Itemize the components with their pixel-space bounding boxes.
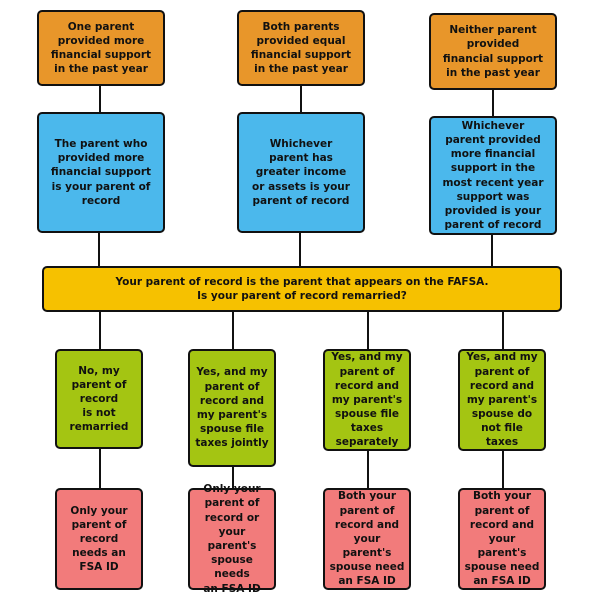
connector-line <box>98 233 100 266</box>
box-text: Whichever parent has greater income or a… <box>252 138 350 207</box>
box-text: Neither parent provided financial suppor… <box>442 24 544 79</box>
answer-do-not-file: Yes, and my parent of record and my pare… <box>458 349 546 451</box>
connector-line <box>299 233 301 266</box>
outcome-parent-or-spouse: Only your parent of record or your paren… <box>188 483 276 595</box>
connector-line <box>99 449 101 488</box>
connector-line <box>232 312 234 349</box>
support-situation-both-equal: Both parents provided equal financial su… <box>237 10 365 86</box>
rule-greater-income: Whichever parent has greater income or a… <box>237 112 365 233</box>
answer-not-remarried: No, my parent of record is not remarried <box>55 349 143 449</box>
box-text: Whichever parent provided more financial… <box>442 119 544 232</box>
connector-line <box>99 86 101 112</box>
box-text: One parent provided more financial suppo… <box>50 20 152 76</box>
remarried-question-bar: Your parent of record is the parent that… <box>42 266 562 312</box>
connector-line <box>502 451 504 488</box>
box-text: Both parents provided equal financial su… <box>250 20 352 76</box>
box-text: Yes, and my parent of record and my pare… <box>195 366 269 450</box>
outcome-both-need-id: Both your parent of record and your pare… <box>323 488 411 590</box>
box-text: Your parent of record is the parent that… <box>115 275 489 302</box>
box-text: Only your parent of record needs an FSA … <box>70 504 128 574</box>
box-text: No, my parent of record is not remarried <box>69 364 129 434</box>
connector-line <box>99 312 101 349</box>
rule-more-support: The parent who provided more financial s… <box>37 112 165 233</box>
box-text: Yes, and my parent of record and my pare… <box>331 351 403 449</box>
connector-line <box>492 90 494 116</box>
box-text: Both your parent of record and your pare… <box>329 490 405 588</box>
box-text: The parent who provided more financial s… <box>50 138 152 207</box>
box-text: Only your parent of record or your paren… <box>203 483 261 595</box>
connector-line <box>491 235 493 266</box>
outcome-both-need-id: Both your parent of record and your pare… <box>458 488 546 590</box>
outcome-parent-only: Only your parent of record needs an FSA … <box>55 488 143 590</box>
answer-file-jointly: Yes, and my parent of record and my pare… <box>188 349 276 467</box>
box-text: Yes, and my parent of record and my pare… <box>466 351 538 449</box>
support-situation-one-parent: One parent provided more financial suppo… <box>37 10 165 86</box>
support-situation-neither: Neither parent provided financial suppor… <box>429 13 557 90</box>
connector-line <box>367 312 369 349</box>
connector-line <box>300 86 302 112</box>
rule-most-recent-year: Whichever parent provided more financial… <box>429 116 557 235</box>
connector-line <box>367 451 369 488</box>
box-text: Both your parent of record and your pare… <box>464 490 540 588</box>
answer-file-separately: Yes, and my parent of record and my pare… <box>323 349 411 451</box>
connector-line <box>232 467 234 488</box>
connector-line <box>502 312 504 349</box>
